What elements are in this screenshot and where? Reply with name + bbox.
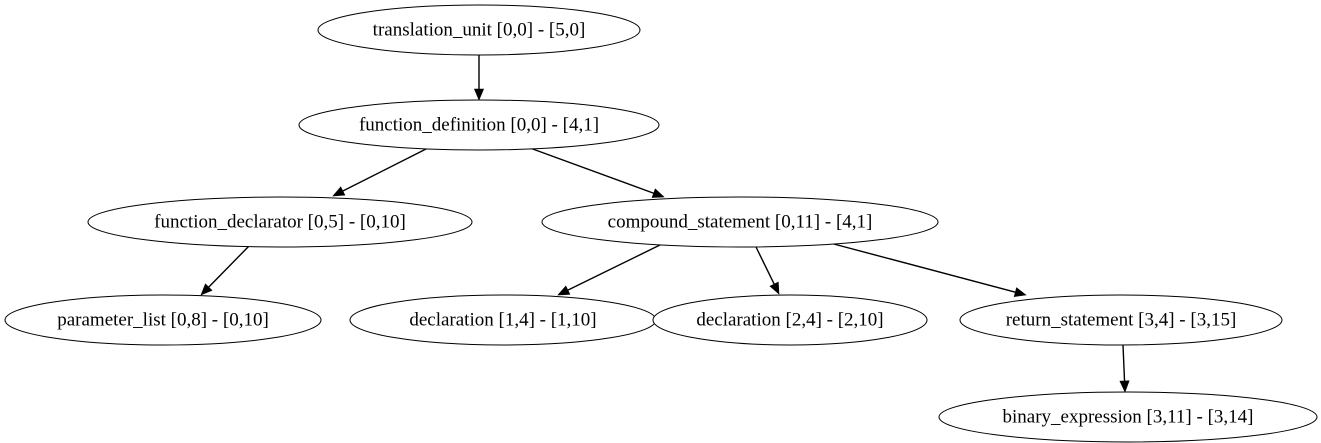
edge-line <box>208 244 251 288</box>
edge-arrowhead-icon <box>1013 287 1027 297</box>
node-ellipse[interactable] <box>4 294 322 346</box>
edge-function_definition-to-function_declarator <box>332 147 429 197</box>
node-ellipse[interactable] <box>298 99 660 151</box>
node-label: compound_statement [0,11] - [4,1] <box>608 211 873 232</box>
node-label: parameter_list [0,8] - [0,10] <box>57 309 269 330</box>
node-compound_statement[interactable]: compound_statement [0,11] - [4,1] <box>541 196 939 248</box>
edge-compound_statement-to-declaration_1 <box>557 243 663 296</box>
nodes-layer: translation_unit [0,0] - [5,0] function_d… <box>4 4 1318 443</box>
node-label: translation_unit [0,0] - [5,0] <box>373 19 586 40</box>
node-ellipse[interactable] <box>959 294 1283 346</box>
edge-compound_statement-to-declaration_2 <box>755 246 780 295</box>
node-translation_unit[interactable]: translation_unit [0,0] - [5,0] <box>317 4 641 56</box>
node-label: function_definition [0,0] - [4,1] <box>359 114 599 135</box>
node-binary_expression[interactable]: binary_expression [3,11] - [3,14] <box>938 391 1318 443</box>
edge-line <box>755 246 775 285</box>
edge-function_declarator-to-parameter_list <box>200 244 251 296</box>
node-label: declaration [2,4] - [2,10] <box>696 309 883 330</box>
edge-arrowhead-icon <box>1119 380 1130 393</box>
edge-line <box>829 242 1016 293</box>
edge-arrowhead-icon <box>557 285 571 296</box>
node-label: function_declarator [0,5] - [0,10] <box>154 211 406 232</box>
node-return_statement[interactable]: return_statement [3,4] - [3,15] <box>959 294 1283 346</box>
node-ellipse[interactable] <box>652 294 928 346</box>
node-function_definition[interactable]: function_definition [0,0] - [4,1] <box>298 99 660 151</box>
edge-arrowhead-icon <box>200 283 213 296</box>
node-declaration_2[interactable]: declaration [2,4] - [2,10] <box>652 294 928 346</box>
edge-line <box>529 147 654 194</box>
node-ellipse[interactable] <box>938 391 1318 443</box>
edge-function_definition-to-compound_statement <box>529 147 665 198</box>
edge-line <box>1122 344 1126 382</box>
node-label: binary_expression [3,11] - [3,14] <box>1003 406 1254 427</box>
edges-layer <box>200 55 1130 393</box>
node-label: return_statement [3,4] - [3,15] <box>1006 309 1237 330</box>
node-function_declarator[interactable]: function_declarator [0,5] - [0,10] <box>87 196 473 248</box>
edge-arrowhead-icon <box>332 186 346 197</box>
node-ellipse[interactable] <box>87 196 473 248</box>
node-parameter_list[interactable]: parameter_list [0,8] - [0,10] <box>4 294 322 346</box>
edge-line <box>342 147 429 192</box>
node-ellipse[interactable] <box>317 4 641 56</box>
edge-compound_statement-to-return_statement <box>829 242 1027 297</box>
node-label: declaration [1,4] - [1,10] <box>409 309 596 330</box>
node-declaration_1[interactable]: declaration [1,4] - [1,10] <box>349 294 657 346</box>
edge-return_statement-to-binary_expression <box>1119 344 1130 393</box>
edge-arrowhead-icon <box>769 281 780 295</box>
edge-arrowhead-icon <box>473 88 485 101</box>
node-ellipse[interactable] <box>541 196 939 248</box>
edge-arrowhead-icon <box>651 188 665 198</box>
edge-translation_unit-to-function_definition <box>473 55 485 101</box>
edge-line <box>567 243 663 291</box>
